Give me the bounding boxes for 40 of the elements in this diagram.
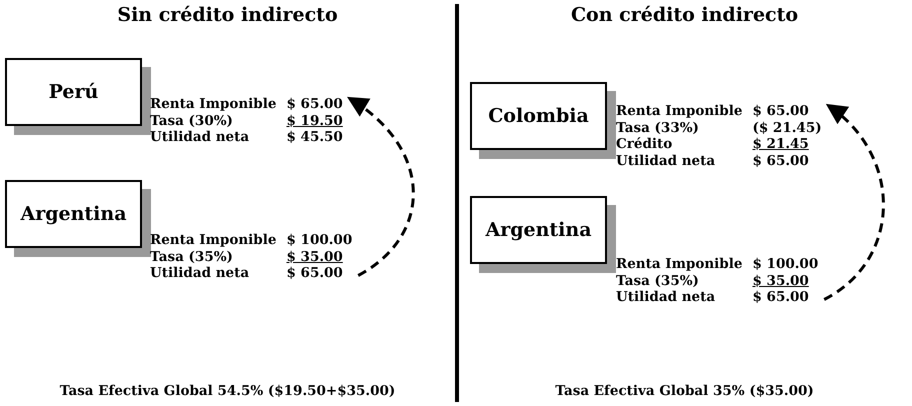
panel-heading: Con crédito indirecto [570, 4, 798, 26]
amount-value: $ 65.00 [752, 152, 810, 169]
amount-value: $ 35.00 [752, 272, 810, 289]
row-label: Tasa (35%) [616, 272, 700, 289]
amount-value: $ 100.00 [286, 232, 352, 248]
shadowed-box [470, 196, 616, 273]
country-name: Argentina [20, 203, 127, 225]
row-label: Tasa (30%) [150, 112, 234, 129]
dashed-arrow [823, 104, 885, 301]
row-label: Utilidad neta [616, 289, 716, 306]
summary-note: Tasa Efectiva Global 35% ($35.00) [555, 383, 814, 399]
shadowed-box [5, 180, 151, 257]
panel-heading: Sin crédito indirecto [117, 4, 338, 26]
row-label: Renta Imponible [616, 256, 742, 272]
row-label: Utilidad neta [616, 152, 716, 169]
row-label: Utilidad neta [150, 129, 250, 146]
shadowed-box [470, 82, 616, 159]
amount-value: $ 65.00 [286, 265, 344, 282]
shadowed-box [5, 58, 151, 135]
amount-value: ($ 21.45) [752, 120, 822, 136]
amount-value: $ 35.00 [286, 248, 344, 265]
country-name: Perú [48, 81, 98, 103]
country-name: Argentina [485, 219, 592, 241]
amount-value: $ 65.00 [752, 289, 810, 306]
amount-value: $ 65.00 [752, 103, 810, 120]
row-label: Utilidad neta [150, 265, 250, 282]
row-label: Renta Imponible [150, 96, 276, 112]
amount-value: $ 100.00 [752, 256, 818, 272]
row-label: Renta Imponible [616, 103, 742, 120]
amount-value: $ 65.00 [286, 96, 343, 112]
amount-value: $ 21.45 [752, 136, 810, 152]
summary-note: Tasa Efectiva Global 54.5% ($19.50+$35.00) [60, 383, 396, 399]
row-label: Renta Imponible [150, 232, 276, 248]
amount-value: $ 45.50 [286, 129, 343, 146]
row-label: Tasa (33%) [616, 120, 700, 136]
row-label: Tasa (35%) [150, 248, 234, 265]
dashed-arrow [347, 96, 415, 277]
country-name: Colombia [488, 105, 589, 127]
amount-value: $ 19.50 [286, 112, 343, 129]
row-label: Crédito [616, 136, 674, 152]
